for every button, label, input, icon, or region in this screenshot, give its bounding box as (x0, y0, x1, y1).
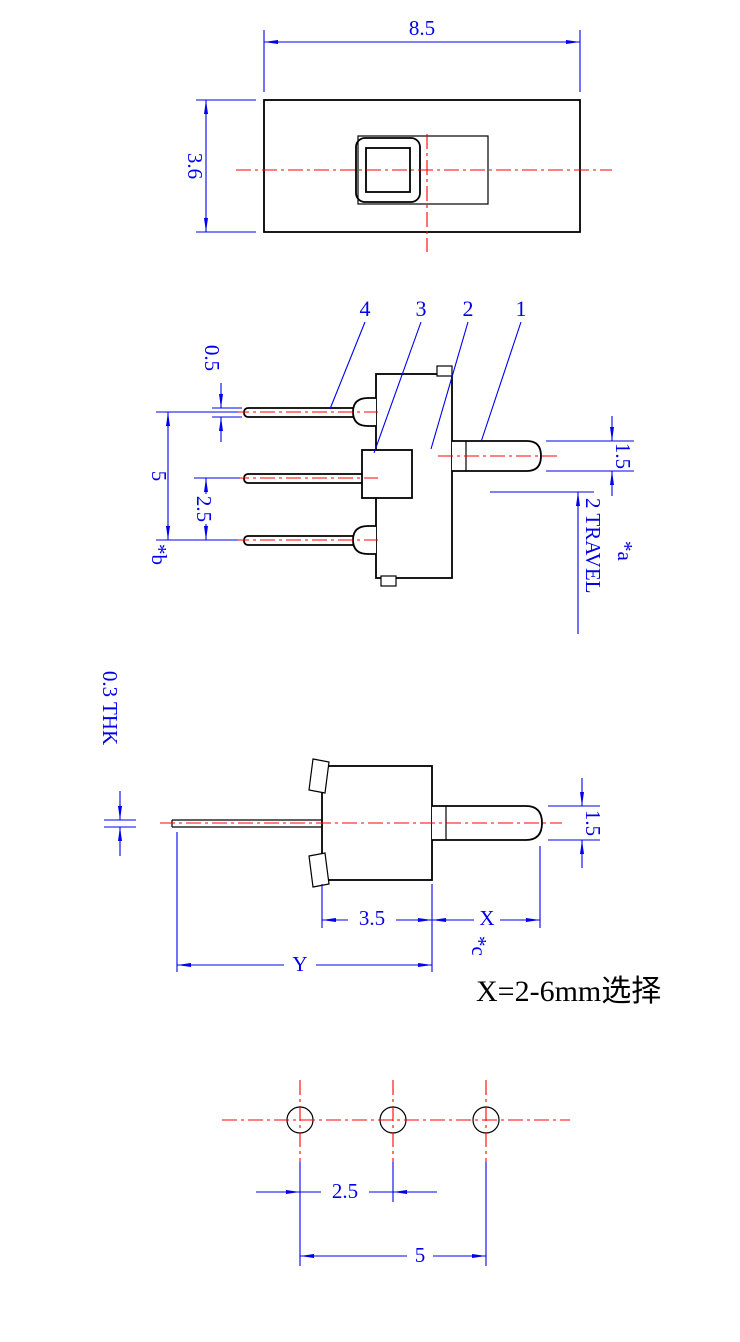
side-view-dimensions: 0.3 THK 1.5 3.5 X *c Y (98, 671, 605, 976)
dim-travel: 2 TRAVEL (581, 498, 605, 593)
dim-pin-thickness: 0.5 (200, 345, 224, 371)
note-a: *a (613, 541, 637, 562)
front-view-centerlines (234, 411, 558, 541)
top-view-outline (263, 99, 581, 233)
note-c: *c (467, 936, 491, 956)
dim-width: 8.5 (409, 16, 435, 40)
dim-shaft-diameter: 1.5 (581, 810, 605, 836)
note-b: *b (147, 544, 171, 565)
top-view-centerlines (236, 134, 612, 252)
top-view: 8.5 3.6 (183, 16, 612, 252)
mount-clip-top (308, 758, 330, 794)
x-range-note: X=2-6mm选择 (476, 975, 661, 1008)
mount-clip-bottom (308, 852, 330, 888)
front-view-dimensions: 0.5 5 2.5 *b 1.5 2 TRAVEL *a (147, 345, 637, 634)
dim-body-length: 3.5 (359, 906, 385, 930)
front-view-outline (243, 365, 542, 587)
front-view-leaders: 4 3 2 1 (329, 296, 527, 454)
front-view: 4 3 2 1 0.5 5 2.5 *b (147, 296, 637, 634)
footprint-centerlines (222, 1080, 570, 1162)
leader-label-4: 4 (360, 296, 371, 321)
leader-label-3: 3 (416, 296, 427, 321)
frame-tab-top (436, 365, 453, 377)
frame-tab-bottom (380, 575, 397, 587)
dim-hole-pitch: 2.5 (332, 1179, 358, 1203)
dim-height: 3.6 (183, 153, 207, 179)
footprint-dimensions: 2.5 5 (256, 1162, 487, 1267)
dim-terminal-thickness: 0.3 THK (98, 671, 122, 745)
dim-shaft-length: X (479, 906, 494, 930)
dim-pin-span: 5 (147, 471, 171, 482)
housing-outline (263, 99, 581, 233)
slot-outline (357, 135, 489, 205)
top-view-dimensions: 8.5 3.6 (183, 16, 581, 233)
dim-overall-length: Y (292, 952, 307, 976)
dim-shaft-diameter: 1.5 (611, 443, 635, 469)
footprint-view: 2.5 5 (222, 1080, 570, 1267)
dim-pin-pitch: 2.5 (192, 496, 216, 522)
leader-label-2: 2 (463, 296, 474, 321)
dim-hole-span: 5 (415, 1243, 426, 1267)
leader-label-1: 1 (516, 296, 527, 321)
slider-block (361, 449, 413, 499)
side-view: 0.3 THK 1.5 3.5 X *c Y X=2-6mm选择 (98, 671, 661, 1008)
